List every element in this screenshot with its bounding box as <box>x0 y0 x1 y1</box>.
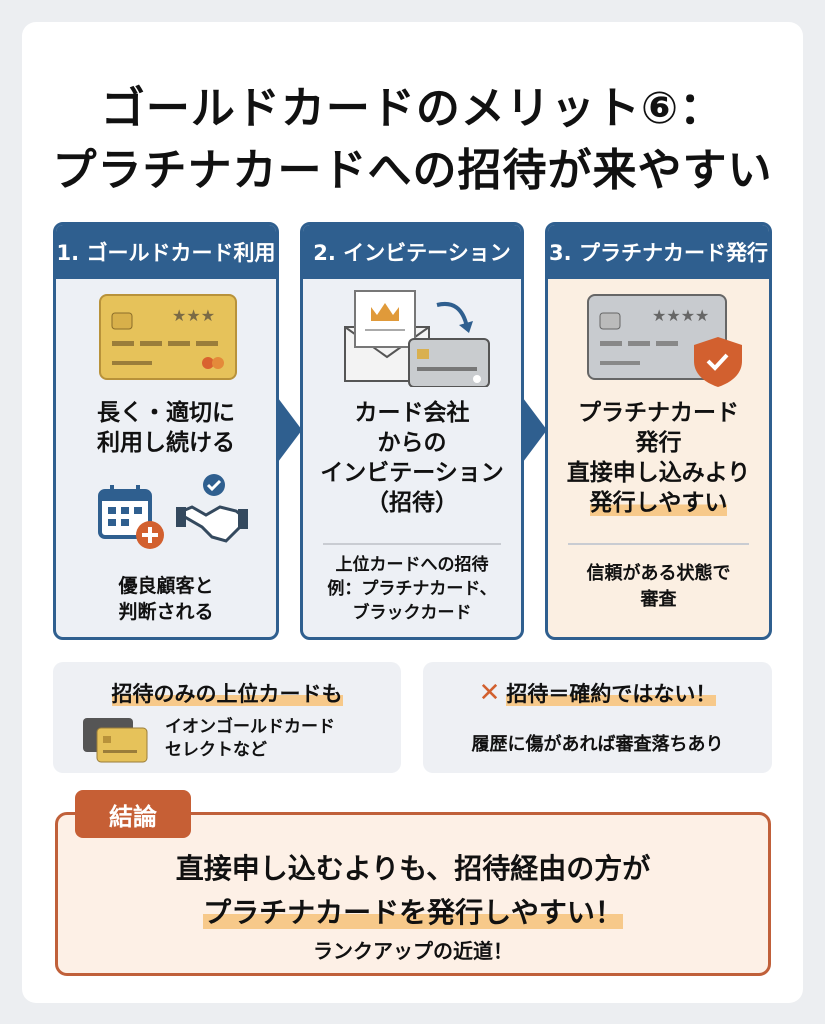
step-2-card: 2. インビテーション カード会社からのインビテーション（招待） 上位カードへの… <box>300 222 524 640</box>
step-3-main: プラチナカード発行直接申し込みより発行しやすい <box>566 400 751 516</box>
envelope-crown-icon <box>344 290 490 387</box>
svg-text:★★★★: ★★★★ <box>652 306 709 325</box>
svg-text:★★★: ★★★ <box>172 306 215 325</box>
step-2-header: 2. インビテーション <box>303 225 521 279</box>
note-2-heading: ✕招待＝確約ではない！ <box>478 678 717 708</box>
step-2-sub: 上位カードへの招待例：プラチナカード、ブラックカード <box>327 555 497 623</box>
cards-icon <box>83 718 148 763</box>
title-line-1: ゴールドカードのメリット⑥： <box>100 83 725 134</box>
conclusion-line-2: プラチナカードを発行しやすい！ <box>203 896 623 929</box>
conclusion-box: 直接申し込むよりも、招待経由の方が プラチナカードを発行しやすい！ ランクアップ… <box>55 812 771 976</box>
handshake-check-icon <box>176 474 248 543</box>
conclusion-line-1: 直接申し込むよりも、招待経由の方が <box>175 852 651 885</box>
platinum-card-icon: ★★★★ <box>587 294 742 387</box>
note-1-body: イオンゴールドカードセレクトなど <box>165 717 335 760</box>
step-1-sub: 優良顧客と判断される <box>118 575 214 623</box>
flow-arrow-icon <box>523 398 547 462</box>
note-invitation-only: 招待のみの上位カードも イオンゴールドカードセレクトなど <box>53 662 401 773</box>
cross-icon: ✕ <box>478 678 501 708</box>
gold-card-icon: ★★★ <box>99 294 237 380</box>
step-3-header: 3. プラチナカード発行 <box>548 225 769 279</box>
conclusion-line-3: ランクアップの近道！ <box>313 939 513 963</box>
conclusion-tag: 結論 <box>75 790 191 838</box>
flow-arrow-icon <box>278 398 302 462</box>
step-3-card: 3. プラチナカード発行 ★★★★ プラチナカード発行直接申し込みより発行しやす… <box>545 222 772 640</box>
step-2-main: カード会社からのインビテーション（招待） <box>320 400 504 516</box>
step-1-card: 1. ゴールドカード利用 ★★★ 長く・適切に利用し続ける 優良顧客と判断される <box>53 222 279 640</box>
note-1-heading: 招待のみの上位カードも <box>111 682 343 706</box>
note-not-guaranteed: ✕招待＝確約ではない！ 履歴に傷があれば審査落ちあり <box>423 662 772 773</box>
divider <box>568 543 749 545</box>
step-3-sub: 信頼がある状態で審査 <box>586 563 731 610</box>
divider <box>323 543 501 545</box>
title-line-2: プラチナカードへの招待が来やすい <box>52 145 773 196</box>
calendar-plus-icon <box>98 485 164 549</box>
step-1-header: 1. ゴールドカード利用 <box>56 225 276 279</box>
step-1-main: 長く・適切に利用し続ける <box>97 400 235 456</box>
note-2-body: 履歴に傷があれば審査落ちあり <box>471 734 724 755</box>
